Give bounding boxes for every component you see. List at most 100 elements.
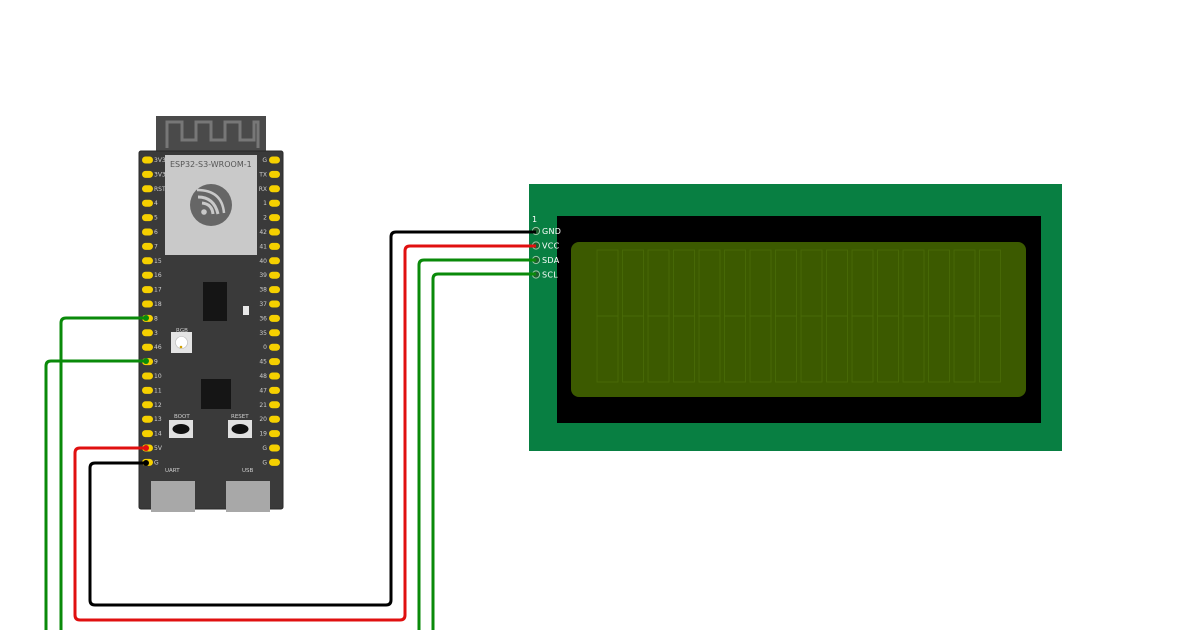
wire-endpoints (143, 315, 149, 466)
right-pin-rx[interactable] (269, 185, 280, 193)
right-pin-39[interactable] (269, 271, 280, 279)
right-pin-label: 20 (259, 416, 267, 423)
lcd-char-cell (596, 315, 619, 383)
left-pin-14[interactable] (142, 430, 153, 438)
left-pin-3v3[interactable] (142, 170, 153, 178)
left-pin-label: 15 (154, 258, 162, 265)
right-pin-1[interactable] (269, 199, 280, 207)
right-pin-41[interactable] (269, 242, 280, 250)
usb-port[interactable] (226, 481, 270, 512)
right-pin-21[interactable] (269, 401, 280, 409)
right-pin-45[interactable] (269, 358, 280, 366)
left-pin-4[interactable] (142, 199, 153, 207)
right-pin-g[interactable] (269, 156, 280, 164)
lcd-char-cell (800, 315, 823, 383)
lcd-char-cell (698, 315, 721, 383)
right-pin-47[interactable] (269, 386, 280, 394)
left-pin-label: 17 (154, 287, 162, 294)
left-pin-46[interactable] (142, 343, 153, 351)
wire-gpio8[interactable] (59, 316, 146, 630)
left-pin-3[interactable] (142, 329, 153, 337)
usb-label: USB (242, 468, 254, 474)
uart-port[interactable] (151, 481, 195, 512)
right-pin-label: 19 (259, 431, 267, 438)
espressif-logo-icon (190, 184, 232, 226)
left-pin-label: 8 (154, 315, 158, 322)
left-pin-label: G (154, 459, 159, 466)
right-pin-label: TX (258, 171, 267, 178)
right-pin-38[interactable] (269, 286, 280, 294)
main-chip (201, 379, 231, 409)
right-pin-label: 42 (259, 229, 267, 236)
left-pin-label: RST (154, 186, 166, 193)
lcd-pin-label-scl: SCL (542, 271, 558, 280)
lcd-char-cell (724, 315, 746, 383)
left-pin-label: 7 (154, 243, 158, 250)
left-pin-7[interactable] (142, 242, 153, 250)
right-pin-g[interactable] (269, 444, 280, 452)
rgb-label: RGB (176, 328, 188, 334)
lcd-pin-label-gnd: GND (542, 227, 561, 236)
lcd-char-cell (826, 315, 848, 383)
right-pin-label: G (262, 445, 267, 452)
lcd-char-cell (877, 315, 899, 383)
right-pin-label: 41 (259, 243, 267, 250)
right-pin-19[interactable] (269, 430, 280, 438)
left-pin-label: 3V3 (154, 157, 166, 164)
right-pin-label: 40 (259, 258, 267, 265)
right-pin-label: G (262, 157, 267, 164)
wire-sda[interactable] (417, 258, 536, 630)
esp32-s3-board: ESP32-S3-WROOM-1 RGB BOOT RESET UART USB… (138, 116, 284, 512)
right-pin-label: 2 (263, 215, 267, 222)
left-pin-15[interactable] (142, 257, 153, 265)
right-pin-48[interactable] (269, 372, 280, 380)
right-pin-label: G (262, 459, 267, 466)
wire-vcc[interactable] (73, 244, 536, 622)
right-pin-0[interactable] (269, 343, 280, 351)
right-pin-20[interactable] (269, 415, 280, 423)
left-pin-label: 46 (154, 344, 162, 351)
led-component (243, 306, 249, 315)
right-pin-label: 45 (259, 359, 267, 366)
right-pin-36[interactable] (269, 314, 280, 322)
right-pin-g[interactable] (269, 458, 280, 466)
left-pin-label: 11 (154, 387, 162, 394)
lcd-char-cell (902, 315, 925, 383)
left-pin-11[interactable] (142, 386, 153, 394)
left-pin-12[interactable] (142, 401, 153, 409)
right-pin-label: RX (259, 186, 267, 193)
right-pin-tx[interactable] (269, 170, 280, 178)
left-pin-17[interactable] (142, 286, 153, 294)
left-pin-label: 13 (154, 416, 162, 423)
right-pin-label: 0 (263, 344, 267, 351)
lcd-pin-label-sda: SDA (542, 256, 560, 265)
wire-gnd[interactable] (88, 230, 536, 607)
left-pin-10[interactable] (142, 372, 153, 380)
right-pin-35[interactable] (269, 329, 280, 337)
right-pin-37[interactable] (269, 300, 280, 308)
left-pin-label: 18 (154, 301, 162, 308)
left-pin-label: 3 (154, 330, 158, 337)
right-pin-label: 48 (259, 373, 267, 380)
left-pin-13[interactable] (142, 415, 153, 423)
lcd-character-grid (596, 249, 1001, 383)
wire-scl[interactable] (431, 272, 536, 630)
left-pin-5[interactable] (142, 214, 153, 222)
pin1-label: 1 (532, 215, 537, 224)
left-pin-6[interactable] (142, 228, 153, 236)
right-pin-label: 47 (259, 387, 267, 394)
left-pin-16[interactable] (142, 271, 153, 279)
right-pin-2[interactable] (269, 214, 280, 222)
left-pin-rst[interactable] (142, 185, 153, 193)
lcd-char-cell (775, 315, 797, 383)
left-pin-label: 4 (154, 200, 158, 207)
lcd-char-cell (953, 315, 976, 383)
antenna-trace-icon (165, 120, 260, 148)
left-pin-3v3[interactable] (142, 156, 153, 164)
right-pin-40[interactable] (269, 257, 280, 265)
right-pin-42[interactable] (269, 228, 280, 236)
wire-gpio9[interactable] (44, 359, 146, 630)
left-pin-18[interactable] (142, 300, 153, 308)
